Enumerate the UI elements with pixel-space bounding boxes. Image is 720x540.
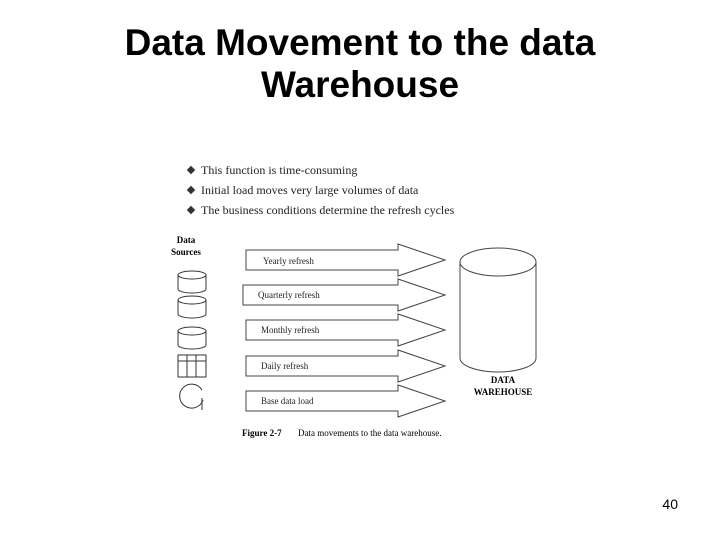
refresh-label: Base data load (261, 396, 314, 406)
figure-caption-text: Data movements to the data warehouse. (298, 428, 441, 438)
refresh-arrow: Base data load (245, 384, 447, 418)
bullet-item: The business conditions determine the re… (186, 200, 455, 220)
slide-title-line-1: Data Movement to the data (124, 22, 596, 63)
bullet-text: Initial load moves very large volumes of… (201, 183, 419, 197)
refresh-arrow: Yearly refresh (245, 243, 447, 277)
slide-title-line-2: Warehouse (260, 64, 460, 105)
database-icon (177, 270, 207, 294)
refresh-label: Yearly refresh (263, 256, 314, 266)
refresh-arrow: Quarterly refresh (242, 278, 447, 312)
circular-file-icon (179, 383, 204, 410)
bullet-item: Initial load moves very large volumes of… (186, 180, 454, 200)
database-icon (177, 295, 207, 319)
refresh-label: Quarterly refresh (258, 290, 320, 300)
database-icon (177, 326, 207, 350)
refresh-arrow: Monthly refresh (245, 313, 447, 347)
figure-canvas: Data Sources Yearly refresh (171, 235, 537, 438)
page-number: 40 (662, 496, 678, 512)
refresh-label: Monthly refresh (261, 325, 320, 335)
spreadsheet-icon (177, 354, 207, 378)
bullet-item: This function is time-consuming (186, 160, 454, 180)
warehouse-label-line-1: DATA (491, 375, 516, 385)
bullet-text: The business conditions determine the re… (201, 203, 455, 217)
bullet-text: This function is time-consuming (201, 163, 358, 177)
refresh-label: Daily refresh (261, 361, 309, 371)
data-movement-figure: Data Sources Yearly refresh (168, 150, 568, 450)
bullet-list: This function is time-consuming Initial … (186, 160, 455, 220)
warehouse-label-line-2: WAREHOUSE (474, 387, 533, 397)
refresh-arrow: Daily refresh (245, 349, 447, 383)
sources-label-line-1: Data (177, 235, 196, 245)
sources-label-line-2: Sources (171, 247, 201, 257)
slide-title: Data Movement to the data Warehouse (0, 22, 720, 106)
figure-caption-number: Figure 2-7 (242, 428, 282, 438)
warehouse-cylinder (459, 247, 537, 373)
